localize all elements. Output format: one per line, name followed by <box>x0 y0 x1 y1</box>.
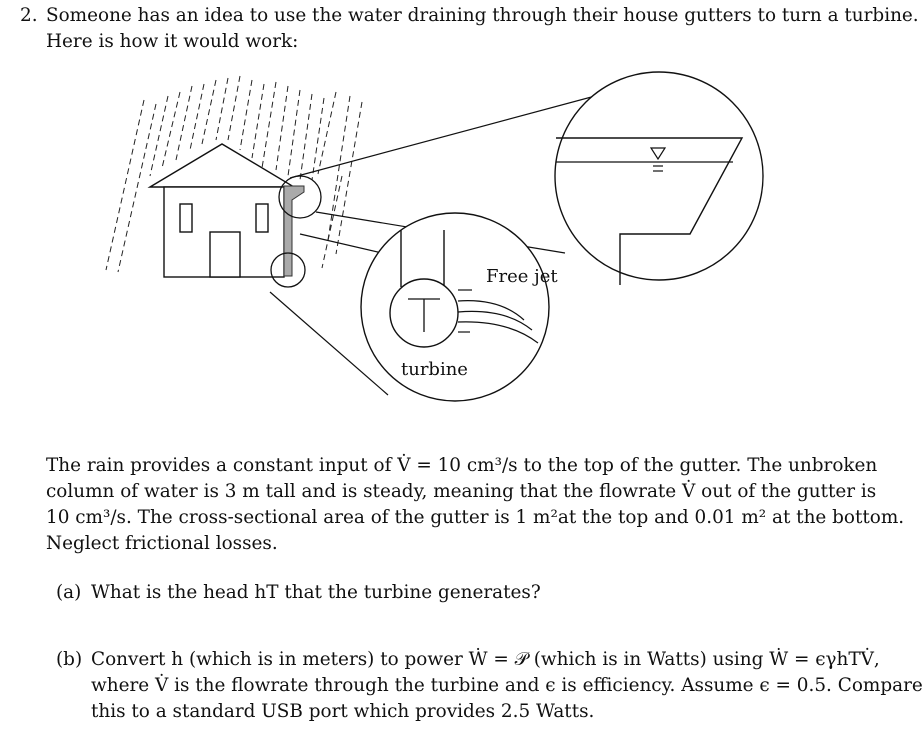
gutter-bottom-callout-circle <box>270 252 306 288</box>
house-window-left <box>179 203 193 233</box>
statement-line-3: 10 cm³/s. The cross-sectional area of th… <box>46 507 905 528</box>
gutter-turbine-figure: Free jet turbine <box>105 71 764 402</box>
gutter-top-callout-circle <box>278 175 322 219</box>
statement-line-2: column of water is 3 m tall and is stead… <box>46 481 877 502</box>
part-b-label: (b) <box>56 649 83 670</box>
gutter-top-detail <box>554 71 764 285</box>
house <box>147 143 297 278</box>
free-surface-symbol-icon <box>649 147 667 161</box>
problem-number: 2. <box>20 5 38 26</box>
rain-streaks <box>105 75 363 273</box>
part-a-line-1: What is the head hT that the turbine gen… <box>91 582 541 603</box>
part-b-line-1: Convert h (which is in meters) to power … <box>91 649 880 670</box>
part-a-label: (a) <box>56 582 82 603</box>
free-jet-stream-2 <box>457 310 533 331</box>
free-jet-stream-1 <box>457 300 525 321</box>
turbine-label: turbine <box>401 359 468 380</box>
problem-statement: The rain provides a constant input of V̇… <box>46 453 905 557</box>
problem-intro-line-2: Here is how it would work: <box>46 31 299 52</box>
free-jet-label: Free jet <box>486 266 558 287</box>
gutter-downspout <box>283 185 305 277</box>
part-b-line-3: this to a standard USB port which provid… <box>91 701 595 722</box>
house-door <box>209 231 241 278</box>
house-window-right <box>255 203 269 233</box>
statement-line-1: The rain provides a constant input of V̇… <box>46 455 878 476</box>
part-b-line-2: where V̇ is the flowrate through the tur… <box>91 675 923 696</box>
statement-line-4: Neglect frictional losses. <box>46 533 278 554</box>
turbine-detail: Free jet turbine <box>360 212 558 402</box>
free-jet-stream-3 <box>457 321 539 344</box>
house-roof <box>147 143 297 188</box>
problem-intro-line-1: Someone has an idea to use the water dra… <box>46 5 919 26</box>
